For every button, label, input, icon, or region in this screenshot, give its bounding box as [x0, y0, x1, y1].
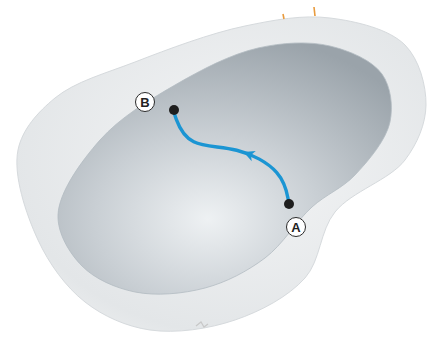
point-letter: A	[291, 221, 300, 234]
point-dot	[284, 199, 294, 209]
bowl-basin	[58, 43, 391, 294]
bowl-rim	[17, 17, 426, 331]
stray-marks	[283, 7, 315, 19]
point-dot	[169, 105, 179, 115]
arrowhead	[241, 147, 255, 161]
path-arrow	[174, 110, 289, 204]
circled-label: B	[135, 92, 155, 112]
path-line	[174, 110, 289, 204]
circled-label: A	[286, 217, 306, 237]
point-marker: A	[282, 197, 308, 239]
point-letter: B	[140, 96, 149, 109]
point-marker: B	[133, 91, 180, 113]
stray-marks	[196, 322, 208, 327]
